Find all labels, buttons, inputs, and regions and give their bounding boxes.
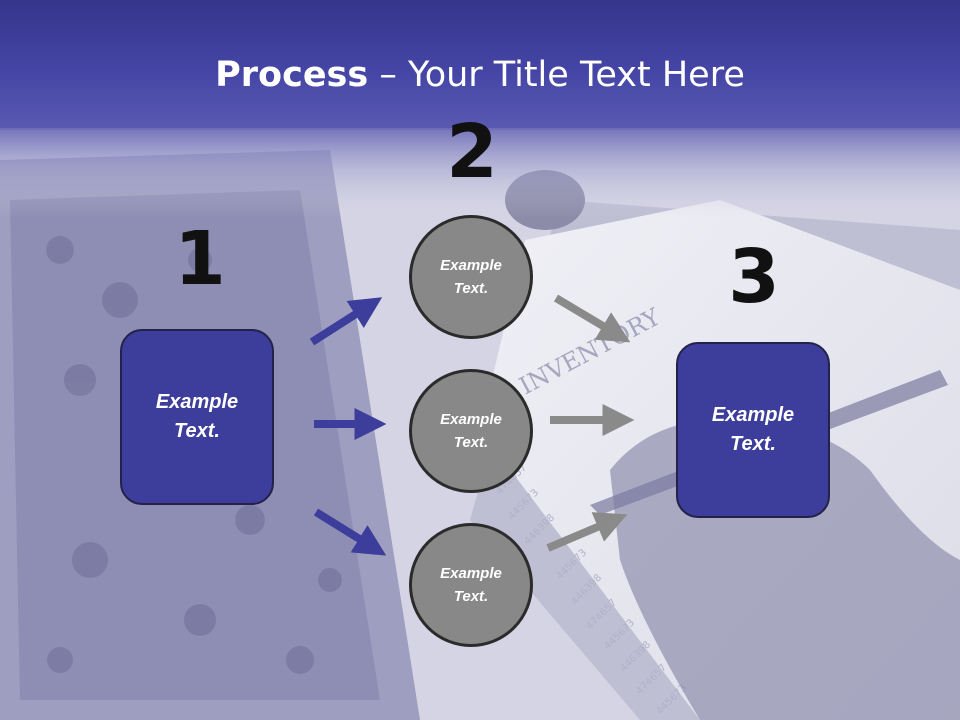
step-box-3: Example Text. <box>676 342 830 518</box>
step-box-1-text: Example Text. <box>155 391 239 442</box>
process-circle-3: Example Text. <box>409 523 533 647</box>
process-circle-3-text: Example Text. <box>440 565 502 605</box>
step-number-3: 3 <box>728 234 780 320</box>
title-rest: – Your Title Text Here <box>368 55 745 95</box>
arrow-to-circle-3 <box>313 508 387 556</box>
step-number-2: 2 <box>446 109 498 195</box>
arrow-from-circle-1 <box>553 294 631 343</box>
step-box-1: Example Text. <box>120 329 274 505</box>
step-box-3-text: Example Text. <box>711 404 795 455</box>
arrow-from-circle-3 <box>546 512 628 552</box>
arrow-to-circle-1 <box>309 297 383 346</box>
process-circle-1: Example Text. <box>409 215 533 339</box>
title-bold: Process <box>215 55 369 95</box>
process-circle-1-text: Example Text. <box>440 257 502 297</box>
process-circle-2: Example Text. <box>409 369 533 493</box>
slide-title: Process – Your Title Text Here <box>0 52 960 98</box>
step-number-1: 1 <box>174 216 226 302</box>
process-circle-2-text: Example Text. <box>440 411 502 451</box>
